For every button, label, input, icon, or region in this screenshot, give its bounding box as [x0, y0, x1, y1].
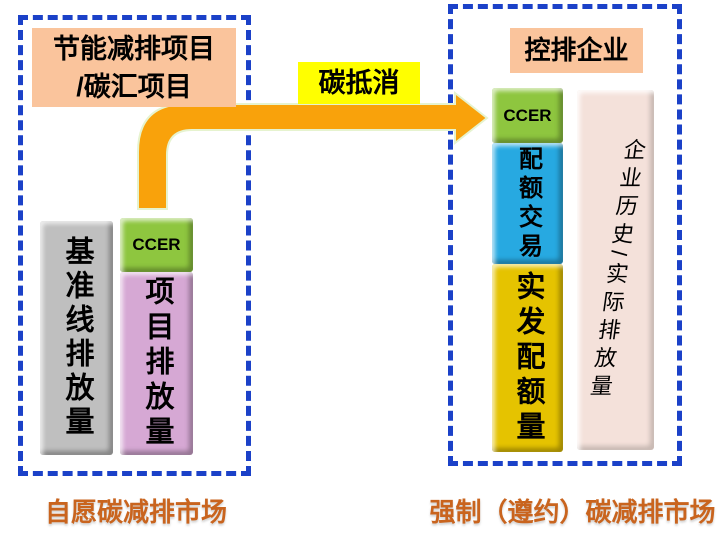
mandatory-market-box: [448, 4, 682, 466]
quota-trading-bar: 配额交易: [492, 143, 563, 264]
issued-quota-label: 实发配额量: [512, 270, 544, 446]
voluntary-market-box: [18, 15, 251, 476]
ccer-right-label: CCER: [503, 105, 552, 125]
left-panel-title-line1: 节能减排项目: [53, 34, 215, 64]
ccer-box-left: CCER: [120, 218, 193, 272]
project-emissions-label: 项目排放量: [141, 276, 173, 451]
issued-quota-bar: 实发配额量: [492, 264, 563, 452]
historical-emissions-bar: 企业历史/实际排放量: [577, 90, 654, 450]
historical-emissions-label: 企业历史/实际排放量: [584, 137, 648, 403]
mandatory-market-caption: 强制（遵约）碳减排市场: [429, 497, 716, 527]
voluntary-market-caption: 自愿碳减排市场: [44, 497, 227, 527]
baseline-emissions-label: 基准线排放量: [61, 236, 93, 440]
left-panel-title: 节能减排项目 /碳汇项目: [32, 28, 236, 107]
project-emissions-bar: 项目排放量: [120, 272, 193, 455]
baseline-emissions-bar: 基准线排放量: [40, 221, 113, 455]
quota-trading-label: 配额交易: [514, 145, 542, 262]
right-panel-title: 控排企业: [510, 28, 643, 73]
ccer-box-right: CCER: [492, 88, 563, 143]
ccer-left-label: CCER: [132, 235, 181, 254]
left-panel-title-line2: /碳汇项目: [76, 72, 192, 102]
carbon-offset-label: 碳抵消: [298, 62, 420, 104]
